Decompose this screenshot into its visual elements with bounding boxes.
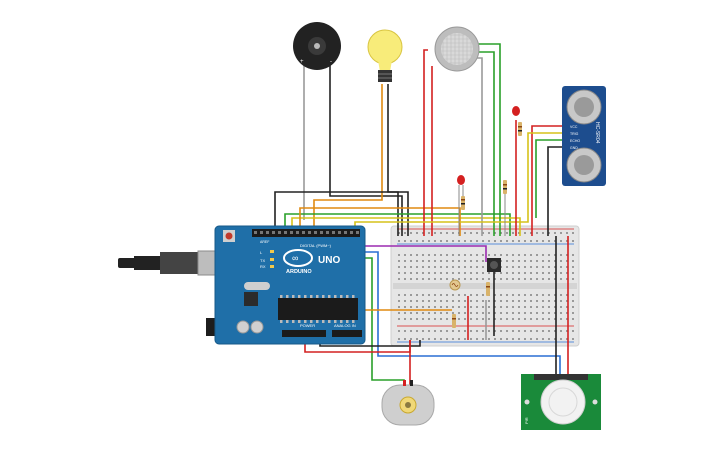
resistor-3[interactable] — [503, 180, 507, 236]
push-button[interactable] — [487, 258, 501, 272]
wire-buzzer-minus — [329, 62, 403, 236]
wire-yellow-top — [291, 217, 521, 236]
wire-gas-gray — [476, 57, 483, 236]
piezo-buzzer[interactable]: + - — [293, 22, 341, 70]
wire-us-gnd — [547, 146, 566, 236]
capacitor-1 — [236, 320, 250, 334]
wire-us-echo — [535, 139, 566, 218]
photoresistor[interactable] — [449, 279, 461, 291]
power-label: POWER — [300, 323, 315, 328]
us-pin-gnd: GND — [570, 146, 578, 150]
wire-us-vcc — [531, 125, 566, 236]
dc-motor[interactable] — [381, 380, 435, 426]
capacitor-2 — [250, 320, 264, 334]
pin-rx: RX — [260, 264, 266, 269]
resistor-1[interactable] — [461, 196, 465, 210]
wire-gas-red-1 — [423, 49, 428, 236]
ultrasonic-model: HC-SR04 — [594, 122, 600, 144]
us-pin-echo: ECHO — [570, 139, 580, 143]
power-header — [282, 330, 326, 337]
analog-label: ANALOG IN — [334, 323, 356, 328]
wire-blue-1 — [360, 251, 561, 374]
pin-l: L — [260, 250, 263, 255]
light-bulb[interactable] — [367, 29, 403, 82]
arduino-model: UNO — [318, 255, 340, 266]
led-red-2[interactable] — [512, 106, 520, 116]
resistor-2[interactable] — [518, 122, 522, 136]
ultrasonic-sensor[interactable]: HC-SR04 VCC TRIG ECHO GND — [562, 86, 606, 186]
pir-label: PIR — [524, 417, 529, 424]
atmega-chip — [278, 298, 358, 320]
us-pin-trig: TRIG — [570, 132, 579, 136]
pin-tx: TX — [260, 258, 265, 263]
analog-header — [332, 330, 362, 337]
pin-aref: AREF — [260, 240, 269, 244]
digital-label: DIGITAL (PWM~) — [300, 243, 332, 248]
buzzer-minus: - — [330, 59, 332, 65]
resistor-4[interactable] — [486, 282, 490, 296]
wire-green-top — [284, 213, 511, 236]
breadboard-holes — [398, 232, 574, 340]
usb-cable — [118, 258, 136, 268]
pir-sensor[interactable]: PIR — [521, 374, 601, 430]
led-red-1[interactable] — [457, 175, 465, 236]
arduino-uno-board[interactable]: ∞ ARDUINO UNO DIGITAL (PWM~) L TX RX ARE… — [118, 225, 366, 345]
arduino-logo — [283, 249, 313, 267]
svg-text:∞: ∞ — [292, 253, 298, 263]
gas-sensor[interactable] — [434, 26, 480, 72]
wire-gas-green-1 — [476, 43, 501, 236]
resistor-5[interactable] — [452, 314, 456, 328]
breadboard[interactable] — [390, 225, 580, 347]
us-pin-vcc: VCC — [570, 125, 578, 129]
buzzer-plus: + — [300, 59, 304, 65]
digital-header — [252, 229, 360, 237]
wire-gas-green-2 — [478, 51, 495, 236]
arduino-brand: ARDUINO — [286, 269, 312, 275]
